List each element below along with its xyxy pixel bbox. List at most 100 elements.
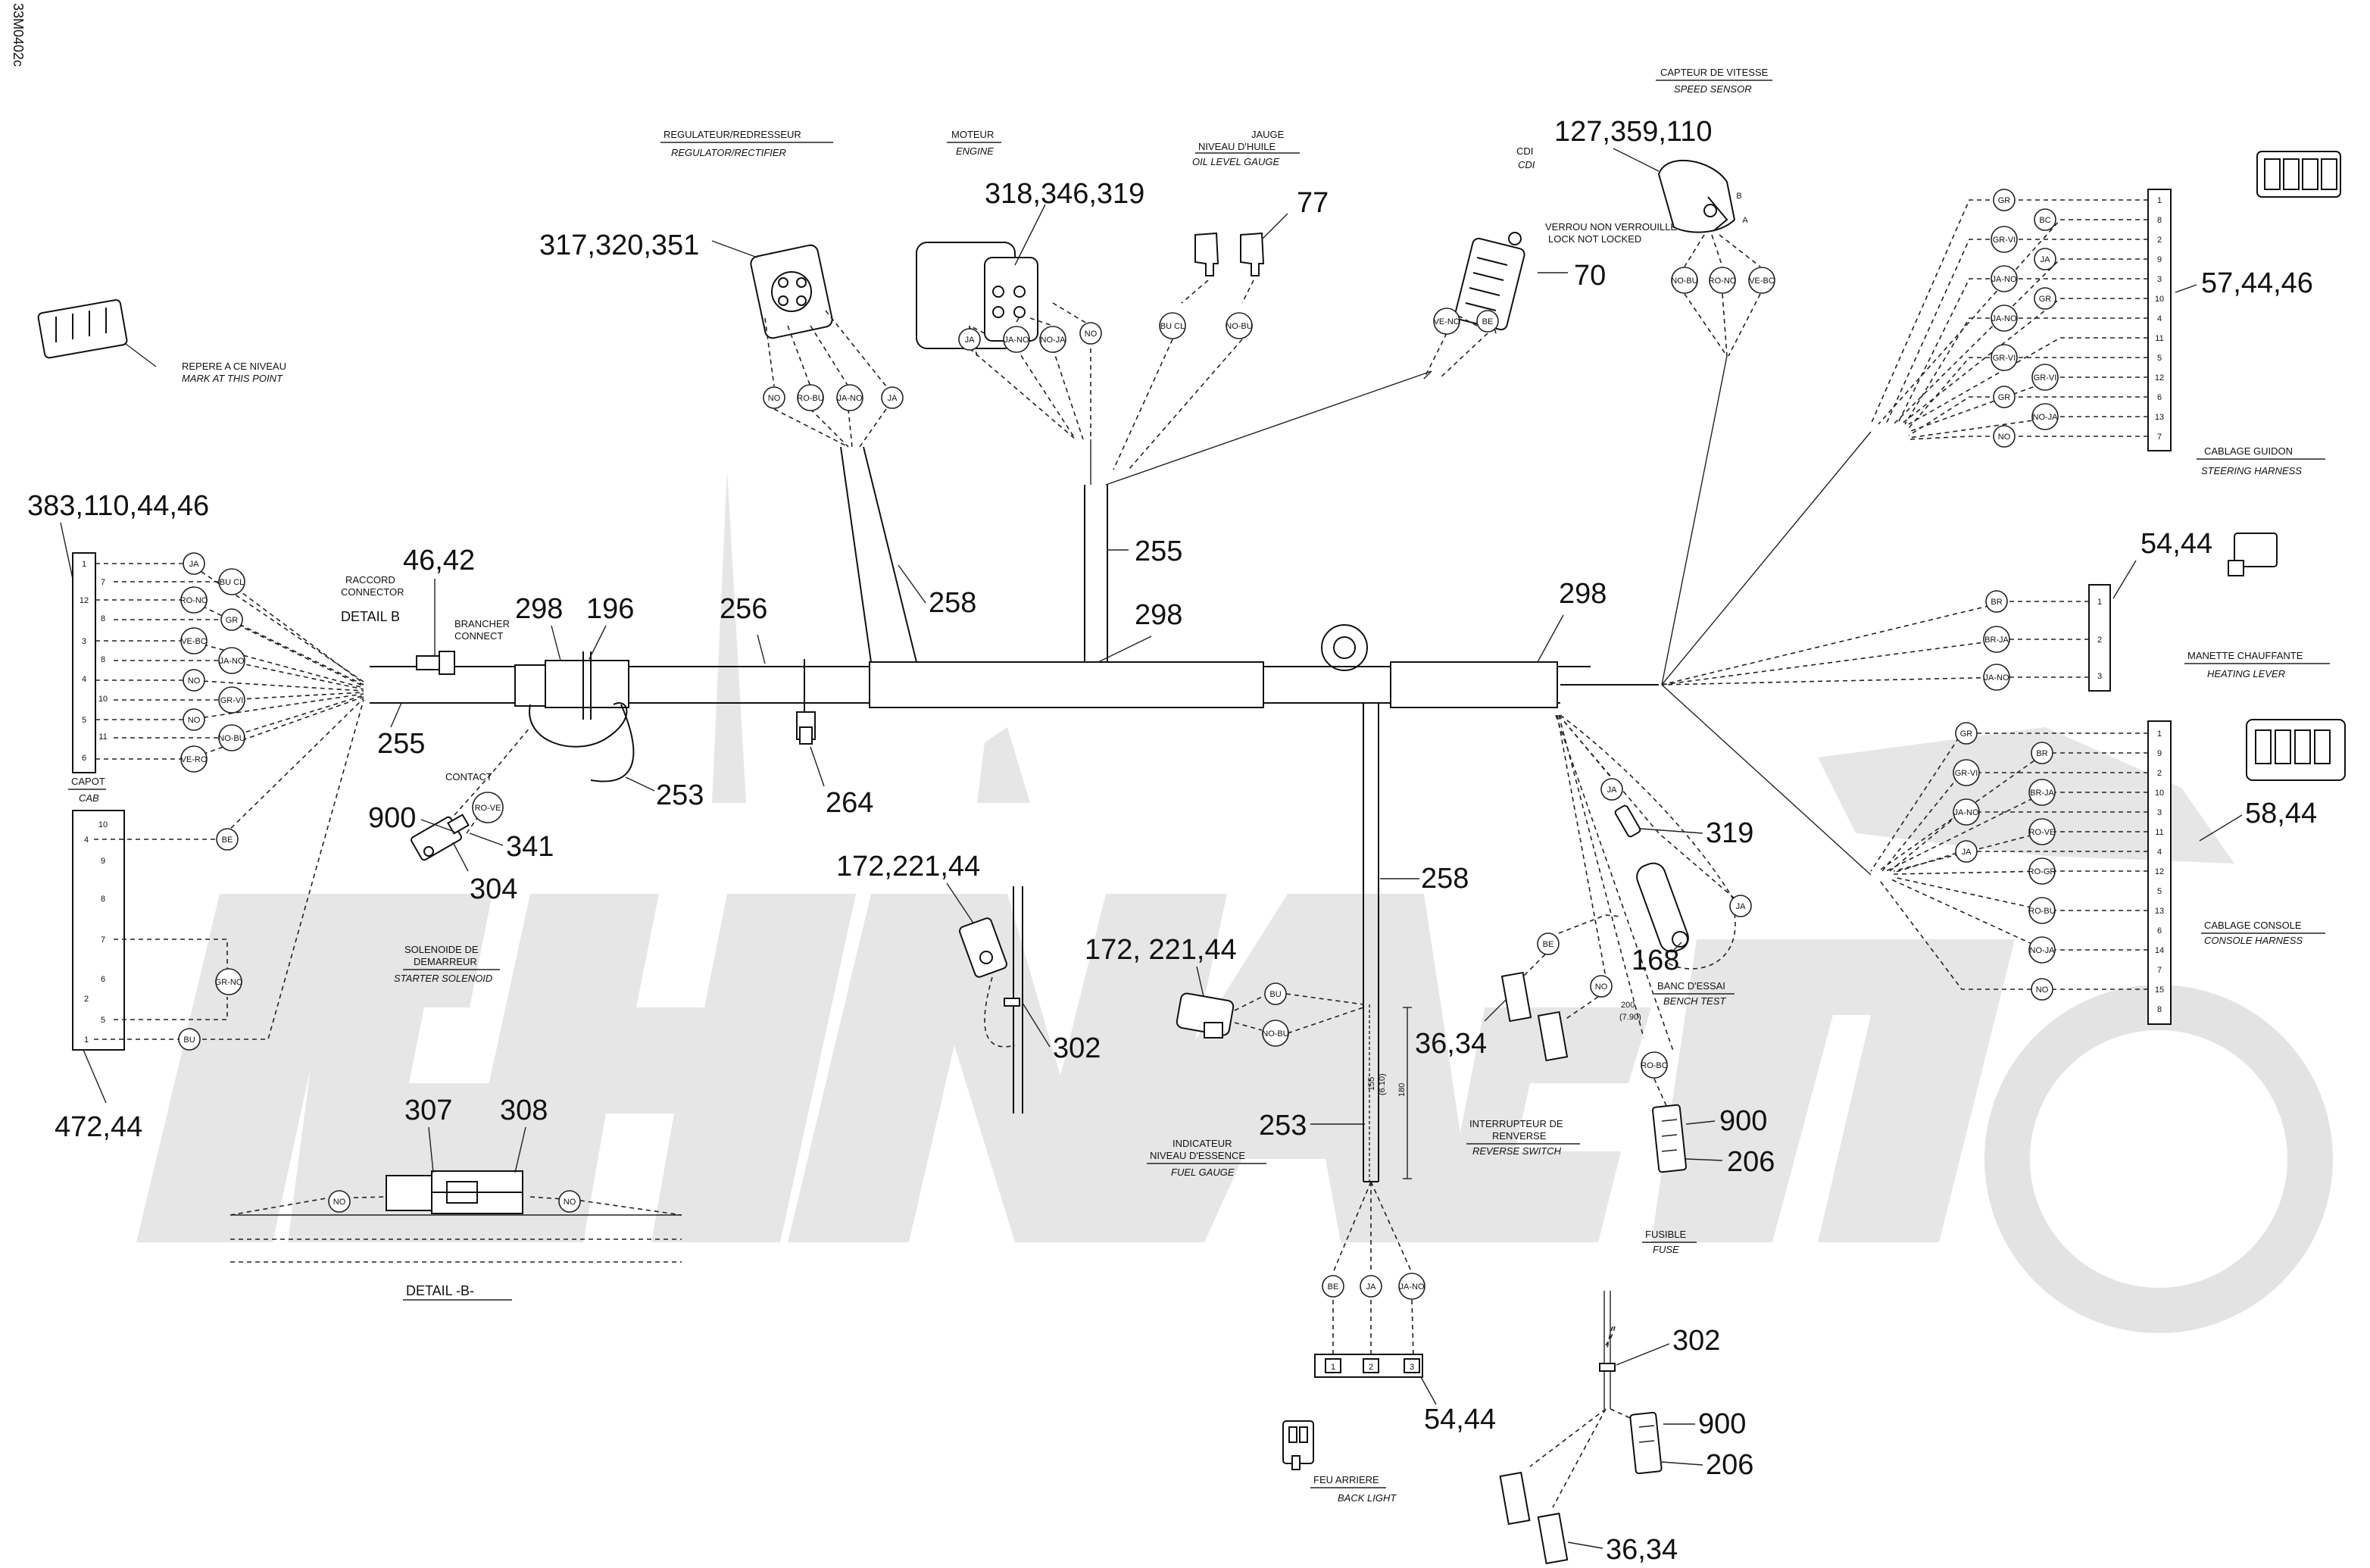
fuel-wires [1332, 1181, 1414, 1357]
cab-pins: 1 7 12 8 3 8 4 10 5 11 6 [80, 560, 108, 763]
p308-part-number: 308 [500, 1095, 548, 1126]
reverse-switch[interactable] [1652, 1104, 1687, 1173]
steering-wire-code: NO-JA [2033, 413, 2059, 422]
cab-block2-pin: 7 [101, 935, 105, 945]
fuel-pin: 3 [1410, 1363, 1414, 1372]
console-pin: 3 [2157, 808, 2162, 817]
p36a-terminals[interactable] [1500, 971, 1569, 1062]
steering-pin: 12 [2155, 373, 2164, 383]
heating-pin-block [2088, 584, 2111, 692]
oil-label-fr1: JAUGE [1251, 129, 1285, 140]
heating-wire-code: JA-NO [1984, 673, 2009, 682]
console-pin: 9 [2157, 749, 2162, 758]
steering-wire-codes: GR GR-VI JA-NO JA-NO GR-VI GR NO BC JA G… [1991, 189, 2059, 448]
cdi-part-number: 70 [1574, 260, 1606, 292]
console-pin: 10 [2155, 789, 2164, 798]
heating-part-number: 54,44 [2140, 528, 2212, 560]
detail-b [230, 1170, 682, 1263]
steering-wire-code: GR [1998, 196, 2011, 205]
console-pin: 14 [2155, 946, 2164, 955]
steering-wire-code: GR-VI [1993, 354, 2016, 363]
console-wire-code: RO-BU [2028, 907, 2056, 916]
main-harness [370, 446, 1659, 1182]
heating-label-en: HEATING LEVER [2207, 668, 2285, 679]
p172b-part-number: 172, 221,44 [1085, 934, 1237, 966]
console-pin: 7 [2157, 966, 2162, 975]
backlight-label-en: BACK LIGHT [1338, 1492, 1397, 1504]
capot-label-fr: CAPOT [71, 776, 105, 787]
steering-pin: 7 [2157, 433, 2162, 442]
engine-part-number: 318,346,319 [985, 178, 1144, 210]
cab-wire-code: GR-VI [220, 696, 244, 705]
steering-wire-code: GR-VI [1993, 236, 2016, 245]
bench-be-wire-code: BE [1543, 940, 1554, 949]
steering-pin: 5 [2157, 354, 2162, 363]
p900c-part-number: 900 [1698, 1408, 1746, 1440]
cab-wire-code: BU CL [220, 578, 244, 587]
regulator-connector[interactable] [750, 244, 834, 339]
steering-pin: 4 [2157, 314, 2162, 323]
cdi-wire-codes: VE-NO BE [1433, 308, 1499, 335]
p298-right-part-number: 298 [1559, 578, 1607, 610]
p319-terminal[interactable] [1614, 804, 1641, 838]
fuse-holder[interactable] [1629, 1411, 1663, 1475]
backlight-connector[interactable] [1282, 1420, 1314, 1470]
engine-connector[interactable] [916, 242, 1038, 349]
steering-wire-code: JA [2041, 255, 2051, 264]
regulator-label-fr: REGULATEUR/REDRESSEUR [664, 129, 801, 140]
cab-block2-wire-codes: BE GR-NO BU [178, 828, 243, 1051]
reverse-wire-code: RO-BC [1641, 1061, 1668, 1070]
oil-part-number: 77 [1297, 187, 1329, 219]
cab-block2-pin: 2 [84, 995, 89, 1004]
brancher-label-fr: BRANCHER [454, 618, 510, 629]
fuel-label-en: FUEL GAUGE [1171, 1167, 1235, 1178]
watermark-logo [136, 470, 2333, 1333]
speed-label-fr: CAPTEUR DE VITESSE [1660, 67, 1769, 78]
contact-terminal[interactable] [410, 814, 470, 861]
cab-wire-code: NO [188, 716, 201, 725]
steering-pins: 1 8 2 9 3 10 4 11 5 12 6 13 7 [2155, 196, 2164, 442]
cdi-connector[interactable] [1454, 232, 1526, 331]
contact-label: CONTACT [445, 771, 492, 782]
console-wire-code: BR-JA [2030, 789, 2054, 798]
console-wire-codes: GR GR-VI JA-NO JA BR BR-JA RO-VE RO-GR R… [1953, 722, 2056, 1001]
p168-tube[interactable] [1634, 860, 1692, 955]
p255-up-part-number: 255 [1135, 536, 1182, 567]
engine-label-fr: MOTEUR [951, 129, 994, 140]
cab-wire-code: NO [188, 676, 201, 686]
cab-pin: 1 [82, 560, 86, 569]
cab-wire-code: JA-NO [220, 657, 245, 666]
p172a-connector[interactable] [958, 917, 1007, 979]
contact-wire-code: RO-VE [475, 804, 501, 813]
fuel-wire-codes: BE JA JA-NO [1322, 1273, 1425, 1300]
console-label-fr: CABLAGE CONSOLE [2204, 920, 2302, 931]
console-pins: 1 9 2 10 3 11 4 12 5 13 6 14 7 15 8 [2155, 729, 2164, 1014]
p900b-part-number: 900 [1719, 1105, 1767, 1137]
cab-wire-codes: JA RO-NO VE-BC NO NO BU CL GR JA-NO GR-V… [180, 552, 245, 773]
p172b-connector[interactable] [1176, 992, 1235, 1039]
p307-part-number: 307 [404, 1095, 452, 1126]
solenoid-label-en: STARTER SOLENOID [394, 973, 492, 984]
fuse-label-fr: FUSIBLE [1645, 1229, 1687, 1240]
dim-200: 200 [1621, 1001, 1635, 1010]
console-wire-code: JA-NO [1954, 808, 1979, 817]
oil-wire-code: BU CL [1160, 322, 1185, 331]
oil-label-fr2: NIVEAU D'HUILE [1198, 141, 1276, 152]
oil-gauge-terminals[interactable] [1194, 232, 1265, 276]
bench-label-fr: BANC D'ESSAI [1657, 980, 1725, 992]
speed-sensor[interactable] [1657, 159, 1736, 233]
console-pin: 5 [2157, 887, 2162, 896]
cab-pin: 12 [80, 596, 89, 605]
p258-diag-part-number: 258 [929, 587, 976, 619]
detail-b-label: DETAIL B [341, 609, 400, 624]
heating-wires [1661, 601, 2089, 686]
heating-wire-code: BR [1991, 598, 2002, 607]
console-part-number: 58,44 [2245, 798, 2317, 829]
console-pin: 12 [2155, 867, 2164, 876]
steering-label-fr: CABLAGE GUIDON [2204, 445, 2293, 457]
console-pin: 8 [2157, 1005, 2162, 1014]
engine-wire-code: NO-JA [1041, 336, 1066, 345]
cdi-wire-code: BE [1482, 317, 1494, 326]
p36b-terminals[interactable] [1499, 1471, 1569, 1565]
